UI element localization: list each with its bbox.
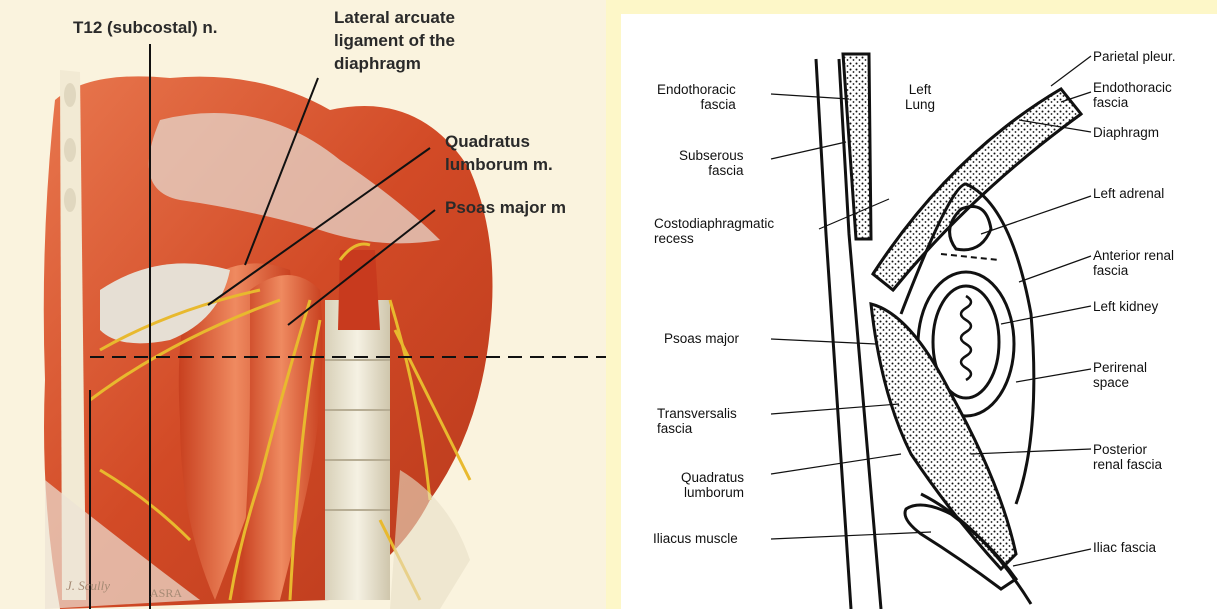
label-line: Quadratus xyxy=(681,470,744,485)
label-line: Left adrenal xyxy=(1093,186,1164,201)
label-line: fascia xyxy=(1093,95,1172,110)
label-line: Anterior renal xyxy=(1093,248,1174,263)
label-quadratus-lumborum: Quadratus lumborum m. xyxy=(445,130,553,176)
label-line: Subserous xyxy=(679,148,744,163)
label-t12-nerve: T12 (subcostal) n. xyxy=(73,16,218,39)
diagram-outlines xyxy=(816,54,1081,609)
label-line: space xyxy=(1093,375,1147,390)
label-line: Endothoracic xyxy=(657,82,736,97)
label-line: renal fascia xyxy=(1093,457,1162,472)
signature-watermark: J. Scully xyxy=(66,578,110,594)
label-line: Iliac fascia xyxy=(1093,540,1156,555)
label-psoas-major: Psoas major m xyxy=(445,196,566,219)
label-parietal-pleura: Parietal pleur. xyxy=(1093,49,1176,64)
label-iliac-fascia: Iliac fascia xyxy=(1093,540,1156,555)
label-endothoracic-fascia-left: Endothoracic fascia xyxy=(657,82,736,112)
label-costodiaphragmatic-recess: Costodiaphragmatic recess xyxy=(654,216,774,246)
label-perirenal-space: Perirenal space xyxy=(1093,360,1147,390)
label-left-kidney: Left kidney xyxy=(1093,299,1158,314)
label-quadratus-lumborum-diagram: Quadratus lumborum xyxy=(681,470,744,500)
label-diaphragm: Diaphragm xyxy=(1093,125,1159,140)
label-line: Costodiaphragmatic xyxy=(654,216,774,231)
label-line: fascia xyxy=(657,421,737,436)
fascia-diagram: Endothoracic fascia Subserous fascia Cos… xyxy=(621,14,1217,609)
anatomy-illustration: T12 (subcostal) n. Lateral arcuate ligam… xyxy=(0,0,606,609)
rib-segment xyxy=(64,188,76,212)
label-line: lumborum xyxy=(681,485,744,500)
label-line: Diaphragm xyxy=(1093,125,1159,140)
label-posterior-renal-fascia: Posterior renal fascia xyxy=(1093,442,1162,472)
asra-watermark: ASRA xyxy=(150,586,182,601)
label-line: recess xyxy=(654,231,774,246)
label-line: ligament of the xyxy=(334,29,455,52)
label-iliacus-muscle: Iliacus muscle xyxy=(653,531,738,546)
label-transversalis-fascia: Transversalis fascia xyxy=(657,406,737,436)
label-line: fascia xyxy=(657,97,736,112)
anatomy-drawing xyxy=(0,0,606,609)
label-line: fascia xyxy=(679,163,744,178)
label-line: Transversalis xyxy=(657,406,737,421)
label-line: Iliacus muscle xyxy=(653,531,738,546)
label-line: Lung xyxy=(905,97,935,112)
label-line: Parietal pleur. xyxy=(1093,49,1176,64)
label-line: Left kidney xyxy=(1093,299,1158,314)
diaphragm-crus xyxy=(338,250,380,330)
rib-segment xyxy=(64,83,76,107)
label-line: Psoas major xyxy=(664,331,739,346)
rib-segment xyxy=(64,138,76,162)
spine xyxy=(325,300,390,600)
label-left-lung: Left Lung xyxy=(905,82,935,112)
label-line: Endothoracic xyxy=(1093,80,1172,95)
label-left-adrenal: Left adrenal xyxy=(1093,186,1164,201)
label-anterior-renal-fascia: Anterior renal fascia xyxy=(1093,248,1174,278)
label-line: diaphragm xyxy=(334,52,455,75)
label-line: fascia xyxy=(1093,263,1174,278)
label-line: Posterior xyxy=(1093,442,1162,457)
label-subserous-fascia: Subserous fascia xyxy=(679,148,744,178)
label-line: Quadratus xyxy=(445,130,553,153)
label-lateral-arcuate-ligament: Lateral arcuate ligament of the diaphrag… xyxy=(334,6,455,75)
label-endothoracic-fascia-right: Endothoracic fascia xyxy=(1093,80,1172,110)
label-line: lumborum m. xyxy=(445,153,553,176)
label-psoas-major-diagram: Psoas major xyxy=(664,331,739,346)
label-line: Left xyxy=(905,82,935,97)
label-line: Lateral arcuate xyxy=(334,6,455,29)
label-line: Perirenal xyxy=(1093,360,1147,375)
